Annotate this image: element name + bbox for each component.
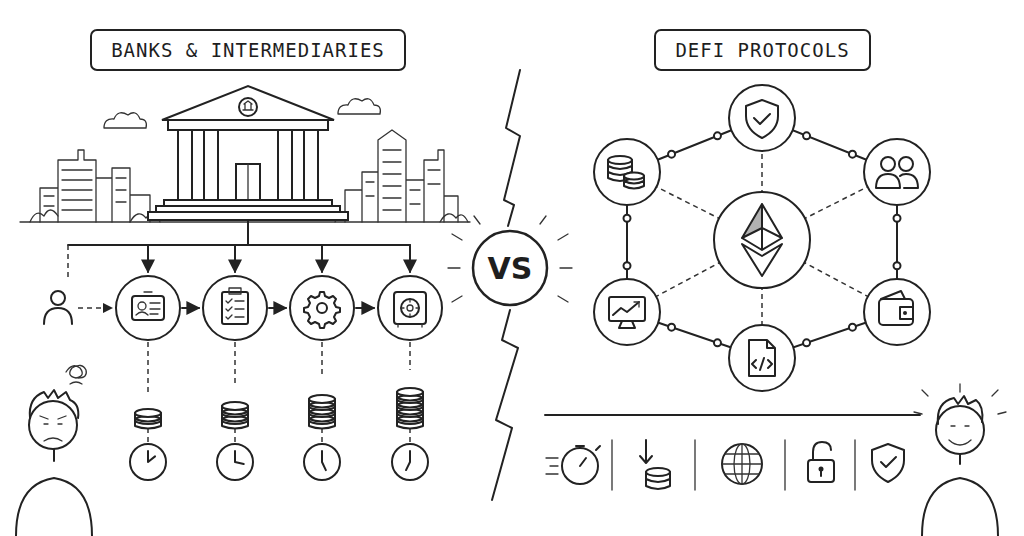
ethereum-hub [714,192,810,288]
network-dot [668,324,675,331]
speed-stopwatch [546,446,600,484]
circle-outline [473,231,547,305]
network-dot [624,215,631,222]
lightning-divider [448,70,572,500]
low-fee-icon [640,440,670,489]
global-access-globe [722,444,762,484]
clocks [130,444,428,480]
label-text: DEFI PROTOCOLS [675,39,849,61]
network-dot [668,151,675,158]
analytics-node [594,279,660,345]
happy-person [914,384,1006,536]
clock [130,444,166,480]
city-left [30,150,160,222]
community-node [864,139,930,205]
network-dot [624,262,631,269]
gear-step [290,276,354,340]
coin [135,409,161,417]
clock [304,444,340,480]
city-right [335,130,468,222]
id-card-step [116,276,180,340]
vault-step [378,276,442,340]
network-dot [803,132,810,139]
security-node [729,85,795,151]
clock [392,444,428,480]
clock-hands [322,451,326,470]
benefits-row [545,415,920,490]
network-dot [894,215,901,222]
clock [217,444,253,480]
user-icon [44,291,72,324]
coin [222,402,248,410]
checklist-step [203,276,267,340]
coin [309,395,335,403]
trust-shield [872,444,904,482]
section-header: DEFI PROTOCOLS [654,29,871,71]
cost-stacks [148,342,410,442]
open-lock [808,442,834,482]
smart-contract-node [729,325,795,391]
network-dot [714,132,721,139]
network-dot [849,324,856,331]
section-header: BANKS & INTERMEDIARIES [90,29,406,71]
network-dot [714,339,721,346]
coin-stacks [135,388,423,429]
network-dot [894,262,901,269]
network-dot [849,151,856,158]
label-text: BANKS & INTERMEDIARIES [111,39,385,61]
defi-network [624,118,901,358]
label-text: VS [488,251,533,286]
clock-hands [235,451,244,464]
frustrated-person [16,365,92,536]
liquidity-node [594,139,660,205]
bank-building [20,86,470,222]
versus-circle: VS [471,229,549,307]
wallet-node [864,279,930,345]
network-dot [803,339,810,346]
clock-hands [148,451,155,462]
coin [397,388,423,396]
clock-hands [406,451,410,470]
